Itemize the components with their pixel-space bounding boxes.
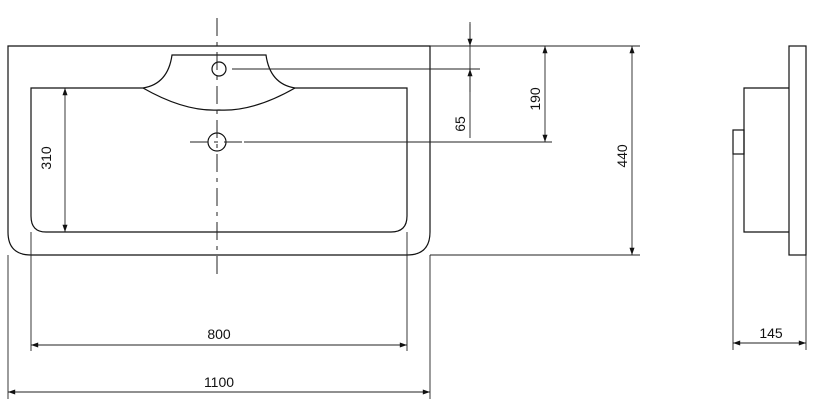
dim-label-440: 440 [614, 144, 630, 168]
tap-recess-curve [142, 87, 296, 111]
basin-inner-outline [30, 54, 408, 233]
tap-hole [211, 61, 227, 77]
dim-label-800: 800 [207, 326, 231, 342]
side-drain-stub [732, 129, 745, 155]
side-panel [788, 45, 807, 256]
dimension-lines [8, 22, 806, 395]
dim-label-145: 145 [759, 325, 783, 341]
dim-label-1100: 1100 [204, 374, 234, 390]
dimension-labels: 1100 800 310 65 190 440 145 [38, 87, 783, 390]
side-bowl-profile [743, 87, 789, 233]
dim-label-310: 310 [38, 146, 54, 170]
dim-label-190: 190 [527, 87, 543, 111]
dim-label-65: 65 [452, 116, 468, 132]
extension-lines [7, 45, 807, 399]
side-view [732, 45, 807, 256]
front-view [7, 18, 431, 278]
